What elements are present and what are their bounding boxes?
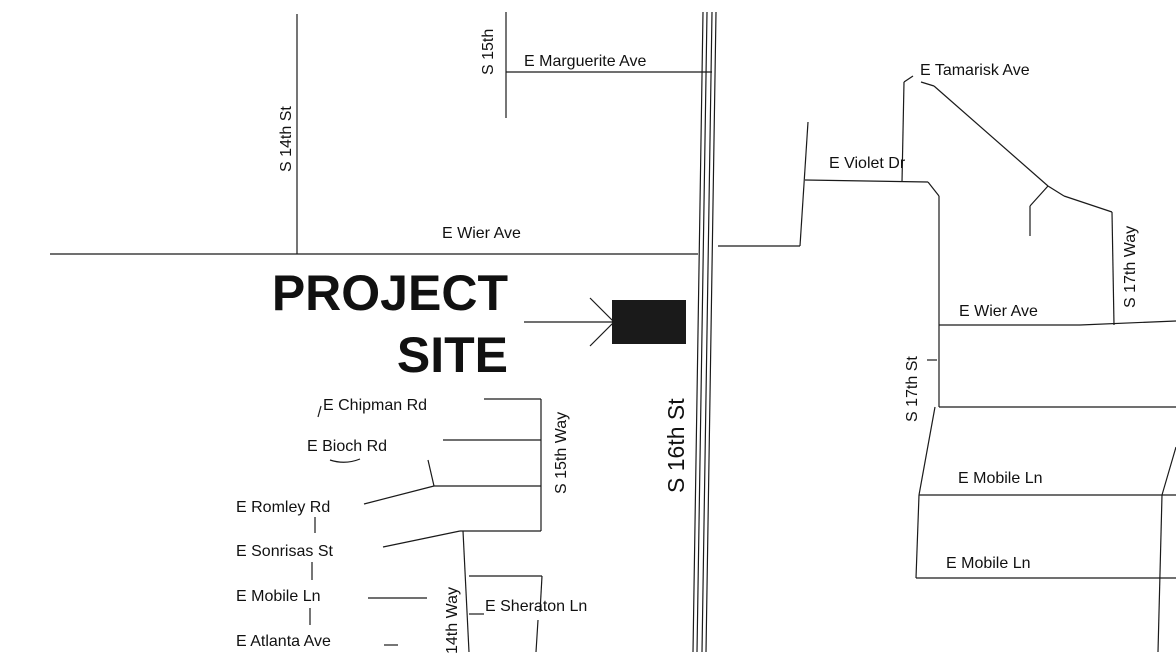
street-label-s-15th: S 15th bbox=[480, 29, 497, 75]
street-label-e-sonrisas-st: E Sonrisas St bbox=[236, 543, 333, 560]
project-label-line2: SITE bbox=[397, 327, 508, 383]
street-label-14th-way: 14th Way bbox=[444, 587, 461, 654]
street-label-e-tamarisk-ave: E Tamarisk Ave bbox=[920, 62, 1030, 79]
s-16th-st-road bbox=[692, 11, 717, 653]
project-site-box bbox=[612, 300, 686, 344]
street-label-e-marguerite-ave: E Marguerite Ave bbox=[524, 53, 647, 70]
street-label-e-atlanta-ave: E Atlanta Ave bbox=[236, 633, 331, 650]
street-label-e-mobile-ln-east-2: E Mobile Ln bbox=[946, 555, 1031, 572]
street-label-s-16th-st: S 16th St bbox=[663, 398, 689, 493]
project-label-line1: PROJECT bbox=[272, 265, 508, 321]
project-site-marker bbox=[524, 297, 686, 347]
street-label-e-chipman-rd: E Chipman Rd bbox=[323, 397, 427, 414]
street-label-s-14th-st: S 14th St bbox=[278, 106, 295, 172]
street-label-e-bioch-rd: E Bioch Rd bbox=[307, 438, 387, 455]
street-label-e-wier-ave-west: E Wier Ave bbox=[442, 225, 521, 242]
street-label-e-romley-rd: E Romley Rd bbox=[236, 499, 330, 516]
street-label-e-violet-dr: E Violet Dr bbox=[829, 155, 906, 172]
west-roads bbox=[50, 12, 712, 653]
street-label-e-mobile-ln-east-1: E Mobile Ln bbox=[958, 470, 1043, 487]
street-label-e-mobile-ln-west: E Mobile Ln bbox=[236, 588, 321, 605]
street-label-s-15th-way: S 15th Way bbox=[553, 412, 570, 494]
street-label-s-17th-way: S 17th Way bbox=[1122, 226, 1139, 308]
street-label-s-17th-st: S 17th St bbox=[904, 356, 921, 422]
street-label-e-wier-ave-east: E Wier Ave bbox=[959, 303, 1038, 320]
east-roads bbox=[718, 75, 1176, 653]
street-label-e-sheraton-ln: E Sheraton Ln bbox=[485, 598, 587, 615]
